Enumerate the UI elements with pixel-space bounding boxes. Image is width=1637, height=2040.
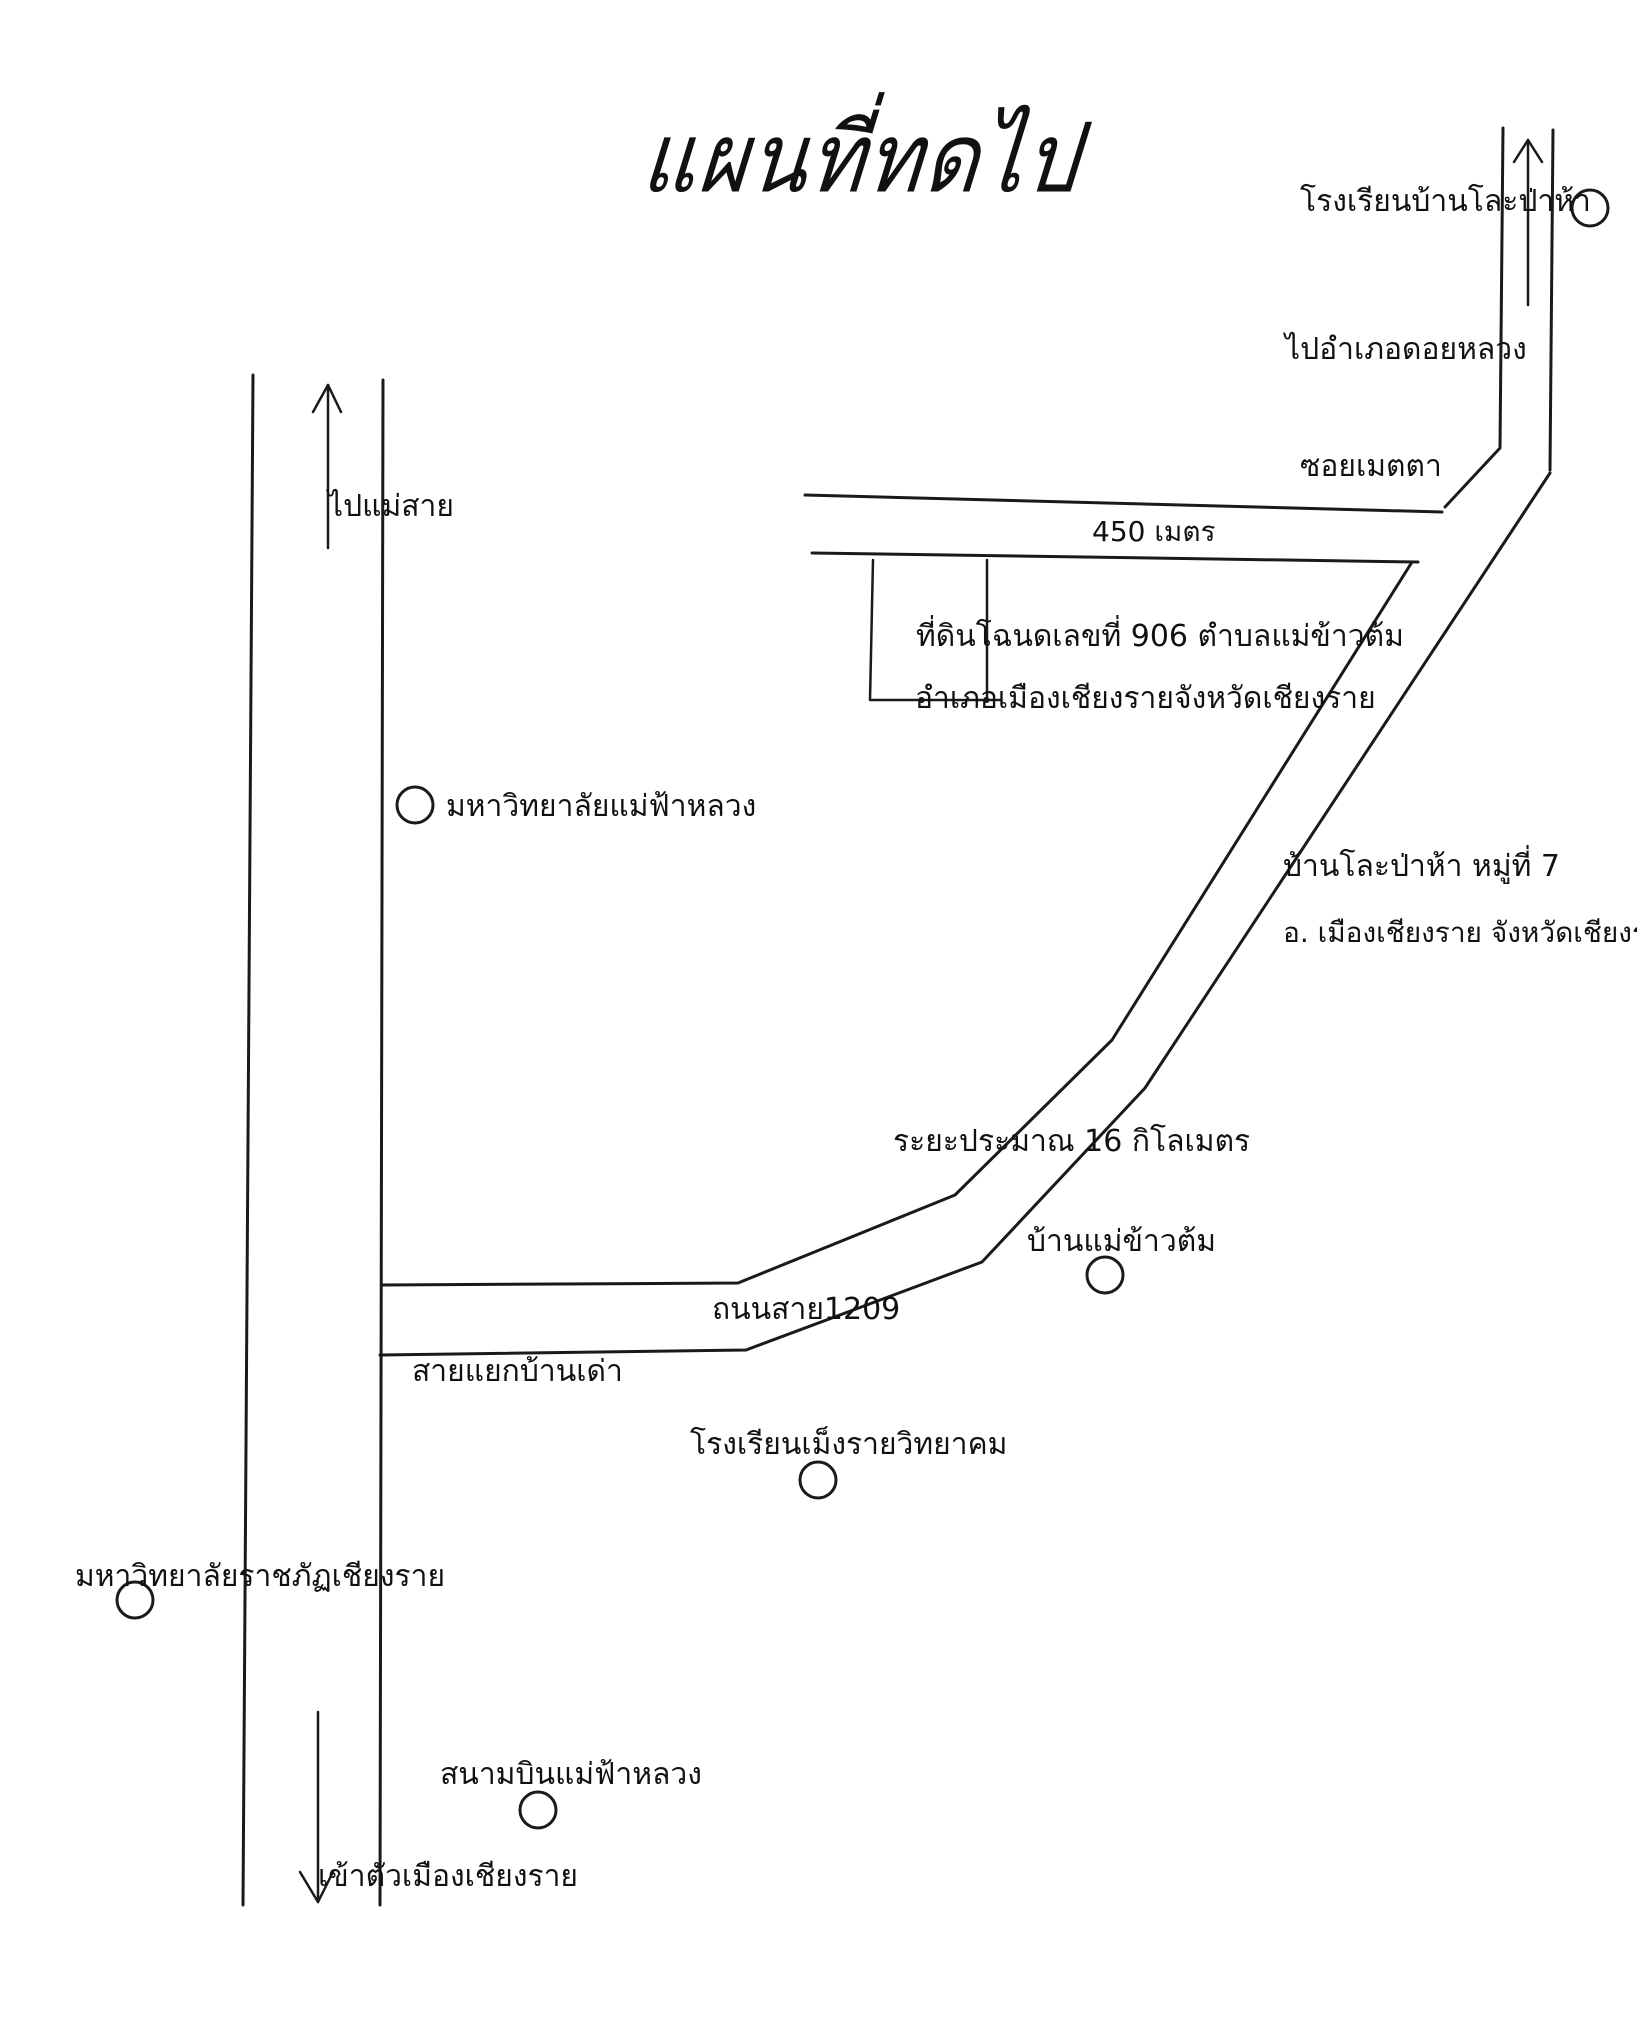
highway-right-edge (378, 378, 385, 1907)
map-title: แผนที่ทดไป (637, 101, 1086, 215)
label-land-plot-line2: อำเภอเมืองเชียงรายจังหวัดเชียงราย (915, 681, 1376, 716)
label-school-bottom: โรงเรียนเม็งรายวิทยาคม (690, 1427, 1008, 1462)
label-to-city: เข้าตัวเมืองเชียงราย (318, 1859, 579, 1894)
label-mae-khao-tom: บ้านแม่ข้าวต้ม (1027, 1224, 1216, 1259)
highway-left-edge (241, 373, 255, 1907)
arrow-to-city-head (298, 1870, 335, 1904)
road-1209-lower-edge (378, 471, 1552, 1357)
road-1209-upper-edge (380, 560, 1414, 1287)
land-plot-outline (868, 558, 1002, 702)
landmark-crru-marker (115, 1580, 155, 1620)
label-mfu: มหาวิทยาลัยแม่ฟ้าหลวง (446, 789, 757, 824)
landmark-airport-marker (518, 1790, 558, 1830)
label-crru: มหาวิทยาลัยราชภัฏเชียงราย (75, 1559, 446, 1594)
landmark-mae-khao-tom-marker (1085, 1255, 1125, 1295)
label-airport: สนามบินแม่ฟ้าหลวง (440, 1757, 702, 1792)
soi-metta-lower-edge (810, 551, 1420, 564)
direction-arrow-upper-head (1512, 138, 1544, 164)
soi-metta-upper-edge (803, 493, 1444, 514)
label-soi-metta: ซอยเมตตา (1300, 449, 1442, 484)
arrow-to-mae-sai-head (311, 383, 343, 414)
label-road-1209: ถนนสาย1209 (712, 1292, 901, 1327)
label-to-doi-luang: ไปอำเภอดอยหลวง (1285, 332, 1527, 367)
label-ban-du-junction: สายแยกบ้านเด่า (412, 1354, 623, 1389)
label-village-line1: บ้านโละป่าห้า หมู่ที่ 7 (1283, 849, 1561, 884)
label-village-line2: อ. เมืองเชียงราย จังหวัดเชียงราย (1283, 916, 1637, 949)
landmark-school-bottom-marker (798, 1460, 838, 1500)
label-to-mae-sai: ไปแม่สาย (328, 489, 454, 524)
label-land-plot-line1: ที่ดินโฉนดเลขที่ 906 ตำบลแม่ข้าวต้ม (916, 619, 1404, 654)
label-distance-450: 450 เมตร (1092, 515, 1216, 548)
road-upper-right-edge (1548, 128, 1555, 472)
landmark-mfu-marker (395, 785, 435, 825)
road-upper-left-edge (1443, 126, 1505, 509)
label-school-top: โรงเรียนบ้านโละป่าห้า (1300, 184, 1591, 219)
landmark-school-top-marker (1570, 188, 1610, 228)
label-distance-16km: ระยะประมาณ 16 กิโลเมตร (893, 1124, 1251, 1159)
